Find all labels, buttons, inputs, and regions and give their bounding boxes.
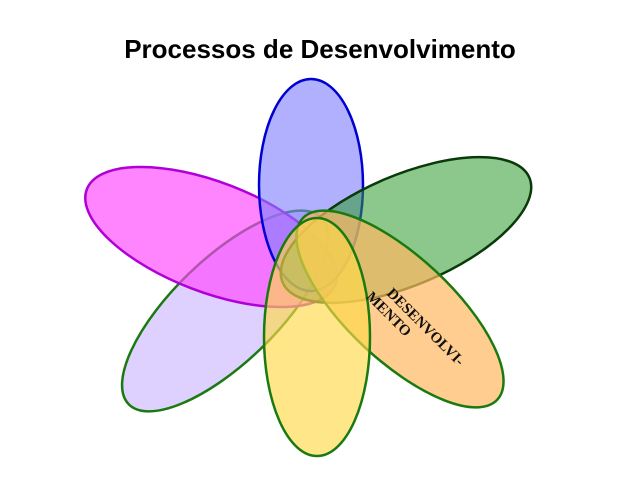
petal-yellow xyxy=(262,216,372,458)
diagram-title: Processos de Desenvolvimento xyxy=(124,34,516,64)
